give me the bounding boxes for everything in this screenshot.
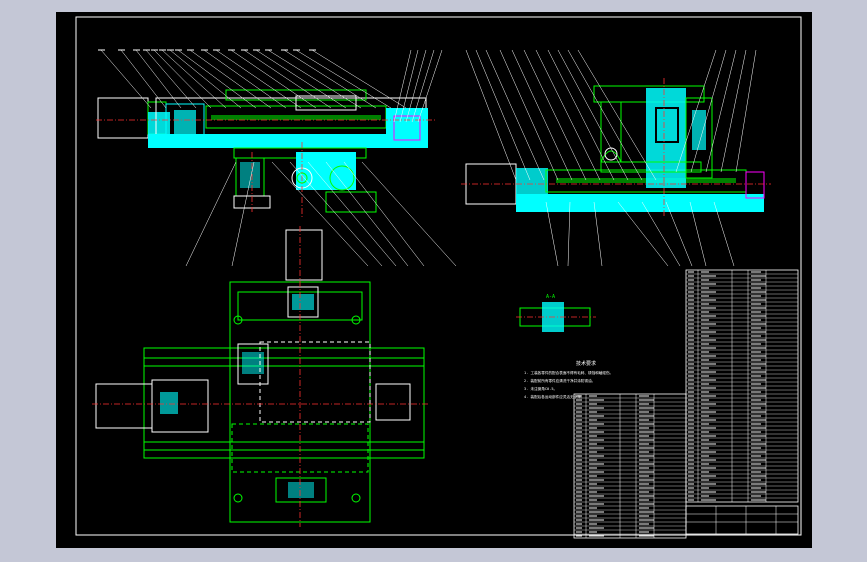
leader-line <box>405 49 427 123</box>
leader-line <box>203 49 287 109</box>
leader-line <box>189 49 272 109</box>
side-section-view <box>461 78 771 217</box>
leader-line <box>153 49 212 109</box>
leader-line <box>145 49 197 109</box>
leader-line <box>593 201 603 267</box>
leader-line <box>283 49 377 109</box>
technical-notes: 技术要求 1. 工装各零件的配合表面不得有毛刺、锈蚀和磕碰伤。 2. 装配前所有… <box>524 360 613 399</box>
leader-line <box>713 201 735 267</box>
leader-line <box>161 49 227 109</box>
section-label: A-A <box>546 294 555 300</box>
note-line: 3. 未注倒角C0.5。 <box>524 386 557 391</box>
leader-line <box>411 49 435 123</box>
leader-line <box>361 161 457 267</box>
leader-line <box>545 201 559 267</box>
leader-line <box>499 49 559 181</box>
leader-line <box>135 49 182 109</box>
balloon-leaders <box>98 49 757 267</box>
title-block <box>685 505 799 535</box>
leader-line <box>289 161 383 267</box>
leader-line <box>577 49 657 181</box>
leader-line <box>557 49 629 181</box>
leader-line <box>735 49 757 173</box>
front-section-view <box>96 89 436 217</box>
note-line: 4. 装配后各运动部件应灵活无卡滞。 <box>524 394 584 399</box>
leader-line <box>231 161 255 267</box>
leader-line <box>255 49 347 109</box>
leader-line <box>325 161 409 267</box>
leader-line <box>243 49 332 109</box>
title-frame <box>685 505 799 535</box>
leader-line <box>267 49 362 109</box>
leader-line <box>547 49 615 181</box>
leader-line <box>511 49 573 181</box>
leader-line <box>523 49 587 181</box>
leader-line <box>399 49 419 123</box>
parts-list-right <box>685 269 799 503</box>
leader-line <box>617 201 669 267</box>
leader-line <box>100 49 152 109</box>
outer-frame <box>75 16 802 536</box>
leader-line <box>705 49 737 173</box>
leader-line <box>690 49 727 173</box>
leader-line <box>675 49 717 173</box>
leader-line <box>720 49 747 173</box>
leader-line <box>185 161 237 267</box>
drawing-sheet[interactable]: A-A 技术要求 1. 工装各零件的配合表面不得有毛刺、锈蚀和磕碰伤。 2. 装… <box>56 12 812 548</box>
leader-line <box>295 49 392 109</box>
leader-line <box>475 49 531 181</box>
leader-line <box>465 49 517 181</box>
leader-line <box>343 161 425 267</box>
leader-line <box>169 49 242 109</box>
note-line: 1. 工装各零件的配合表面不得有毛刺、锈蚀和磕碰伤。 <box>524 370 613 375</box>
leader-line <box>215 49 302 109</box>
leader-line <box>393 49 412 123</box>
assembly-drawing: A-A 技术要求 1. 工装各零件的配合表面不得有毛刺、锈蚀和磕碰伤。 2. 装… <box>75 16 802 539</box>
leader-line <box>271 161 369 267</box>
leader-line <box>307 161 397 267</box>
notes-title: 技术要求 <box>576 360 596 367</box>
leader-line <box>311 49 407 109</box>
leader-line <box>567 201 571 267</box>
leader-line <box>417 49 443 123</box>
leader-line <box>689 201 707 267</box>
leader-line <box>665 201 693 267</box>
leader-line <box>230 49 317 109</box>
leader-line <box>177 49 257 109</box>
leader-line <box>485 49 545 181</box>
plan-view <box>92 226 428 527</box>
note-line: 2. 装配前所有零件应清洗干净并涂防锈油。 <box>524 378 595 383</box>
parts-list-left <box>573 393 687 539</box>
leader-line <box>567 49 643 181</box>
leader-line <box>641 201 681 267</box>
leader-line <box>535 49 601 181</box>
detail-view-a-a: A-A <box>516 294 596 332</box>
leader-line <box>120 49 167 109</box>
